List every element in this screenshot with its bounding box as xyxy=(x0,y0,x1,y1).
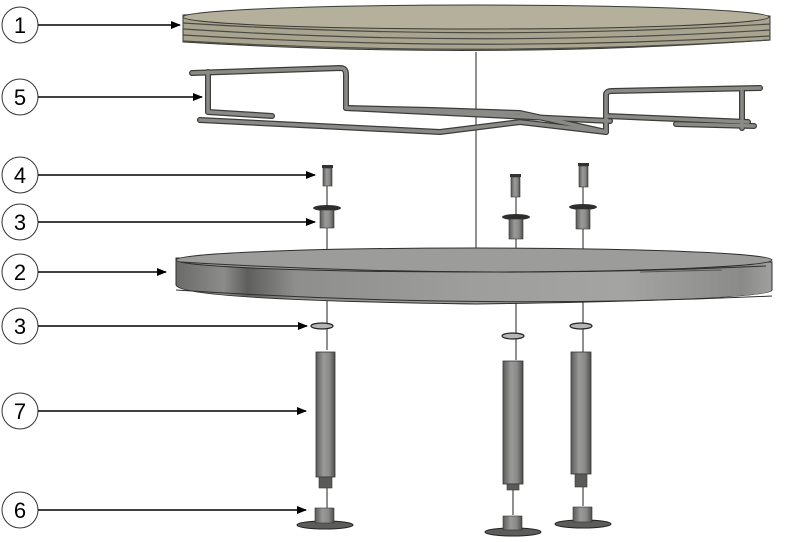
threaded-inserts xyxy=(313,204,597,240)
leg-left xyxy=(315,351,336,489)
leg-tubes xyxy=(315,351,592,491)
screw-right xyxy=(578,163,589,188)
insert-right xyxy=(569,204,597,230)
callout-4: 4 xyxy=(1,156,316,194)
callout-3-upper: 3 xyxy=(1,203,316,241)
callout-label: 5 xyxy=(14,85,26,110)
callout-label: 3 xyxy=(14,314,26,339)
screws xyxy=(322,163,589,198)
callout-1: 1 xyxy=(1,6,181,44)
screw-left xyxy=(322,165,333,187)
foot-right xyxy=(554,506,612,529)
leveling-feet xyxy=(296,506,612,537)
callout-label: 2 xyxy=(14,260,26,285)
callout-label: 6 xyxy=(14,498,26,523)
callout-7: 7 xyxy=(1,392,307,430)
callout-3-lower: 3 xyxy=(1,307,308,345)
callout-label: 1 xyxy=(14,13,26,38)
callout-label: 7 xyxy=(14,399,26,424)
insert-middle xyxy=(502,214,530,240)
base-tray xyxy=(175,247,773,305)
screw-middle xyxy=(510,174,521,198)
insert-left xyxy=(313,205,341,229)
leg-middle xyxy=(502,360,524,491)
top-panel xyxy=(182,4,771,52)
callout-5: 5 xyxy=(1,78,203,116)
foot-middle xyxy=(484,515,542,537)
callout-label: 3 xyxy=(14,210,26,235)
washers xyxy=(310,322,593,340)
leg-right xyxy=(570,351,592,488)
foot-left xyxy=(296,507,354,530)
callout-2: 2 xyxy=(1,253,167,291)
callout-6: 6 xyxy=(1,491,307,529)
callout-label: 4 xyxy=(14,163,26,188)
wire-frame xyxy=(189,65,763,135)
callouts: 1 5 4 3 2 3 7 xyxy=(1,6,316,529)
